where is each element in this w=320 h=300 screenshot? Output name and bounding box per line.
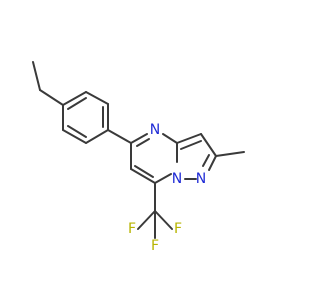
bond-phenyl-pyrimidine	[107, 129, 132, 144]
atom-f-right-label: F	[174, 221, 182, 237]
bond-phenyl-5	[62, 129, 87, 144]
bond-phenyl-4	[85, 129, 109, 144]
bond-c3-c2	[200, 133, 217, 157]
bond-phenyl-5-inner	[67, 125, 87, 138]
bond-c3a-c3-inner	[180, 140, 202, 150]
atom-f-left-label: F	[128, 221, 136, 237]
bond-c2-n1-inner	[202, 154, 210, 167]
bond-phenyl-2	[85, 91, 109, 105]
bond-ethyl-ch2-ring	[39, 89, 64, 106]
bond-c2-methyl	[215, 151, 245, 157]
bond-c3a-c3	[176, 133, 202, 144]
bond-cf3-f-right	[154, 210, 173, 230]
bond-n4-c3a	[162, 133, 178, 144]
bond-c5-n4-inner	[136, 138, 150, 147]
atom-f-bottom-label: F	[151, 238, 159, 254]
bond-ethyl-ch3-ch2	[32, 61, 41, 91]
bond-c5-n4	[130, 133, 148, 144]
bond-c7-c6-inner	[134, 165, 154, 178]
molecule-structure-diagram: N N N F F F	[32, 61, 245, 254]
atom-n4-label: N	[150, 122, 160, 138]
bond-phenyl-1-inner	[67, 97, 87, 110]
bond-c2-n1	[208, 155, 217, 171]
bond-phenyl-1	[62, 91, 87, 106]
bond-cf3-f-left	[137, 210, 156, 230]
atom-n7a-label: N	[172, 171, 182, 187]
bond-c7-c6	[130, 168, 156, 184]
atom-n1-label: N	[196, 171, 206, 187]
bond-n7a-c7	[154, 173, 172, 184]
